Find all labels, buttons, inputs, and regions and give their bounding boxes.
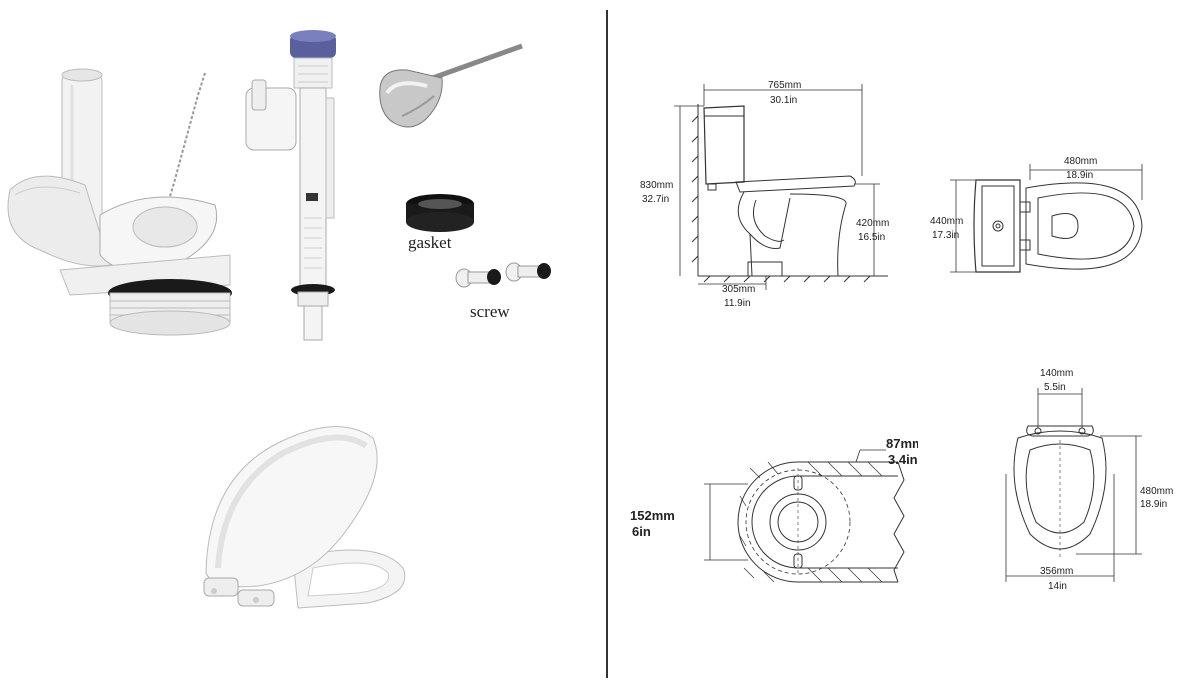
toilet-seat-image: [203, 426, 406, 609]
flush-valve-image: [7, 68, 232, 336]
side-length-in: 30.1in: [770, 95, 797, 106]
seat-length-in: 18.9in: [1140, 499, 1167, 510]
top-tank-width-in: 17.3in: [932, 230, 959, 241]
side-rough-in-in: 11.9in: [724, 298, 751, 309]
seat-view-drawing: 140mm 5.5in 480mm 18.9in 356mm 14in: [1005, 368, 1173, 592]
side-height-in: 32.7in: [642, 194, 669, 205]
side-rough-in-mm: 305mm: [722, 284, 755, 295]
seat-hinge-spacing-mm: 140mm: [1040, 368, 1073, 379]
outlet-diameter-in: 6in: [632, 524, 651, 539]
outlet-view-drawing: 87mm 3.4in 152mm 6in: [630, 436, 918, 583]
gasket-image: [406, 194, 474, 232]
outlet-wall-in: 3.4in: [888, 452, 918, 467]
top-bowl-length-in: 18.9in: [1066, 170, 1093, 181]
side-seat-height-mm: 420mm: [856, 218, 889, 229]
panel-divider: [606, 10, 608, 678]
side-length-mm: 765mm: [768, 80, 801, 91]
seat-length-mm: 480mm: [1140, 486, 1173, 497]
screw-image: [455, 262, 551, 288]
side-view-drawing: 765mm 30.1in 830mm 32.7in 420mm 16.5in 3…: [640, 80, 889, 309]
screw-label: screw: [470, 302, 510, 321]
fill-valve-image: [245, 30, 336, 341]
flush-handle-image: [379, 43, 523, 128]
parts-panel: gasket screw: [7, 30, 551, 609]
top-view-drawing: 480mm 18.9in 440mm 17.3in: [930, 156, 1143, 273]
top-bowl-length-mm: 480mm: [1064, 156, 1097, 167]
outlet-wall-mm: 87mm: [886, 436, 918, 451]
top-tank-width-mm: 440mm: [930, 216, 963, 227]
seat-hinge-spacing-in: 5.5in: [1044, 382, 1066, 393]
outlet-diameter-mm: 152mm: [630, 508, 675, 523]
seat-width-in: 14in: [1048, 581, 1067, 592]
seat-width-mm: 356mm: [1040, 566, 1073, 577]
side-height-mm: 830mm: [640, 180, 673, 191]
gasket-label: gasket: [408, 233, 452, 252]
side-seat-height-in: 16.5in: [858, 232, 885, 243]
